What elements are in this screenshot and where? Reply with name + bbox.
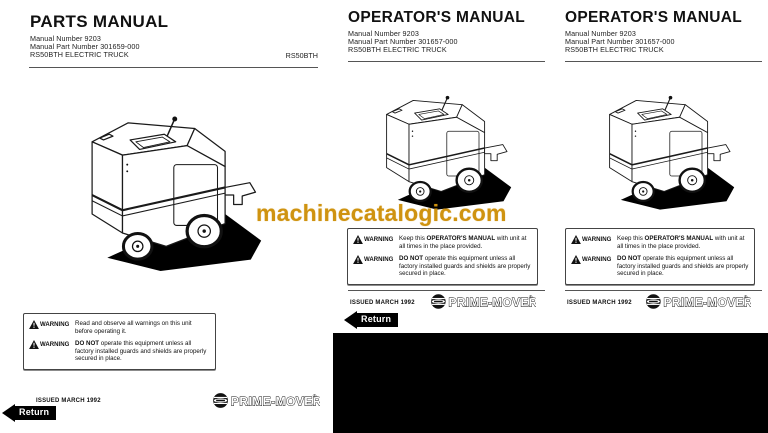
prime-mover-logo <box>430 292 536 311</box>
warning-text: DO NOT operate this equipment unless all… <box>75 339 207 363</box>
watermark: machinecatalogic.com <box>256 200 507 226</box>
panel-operators-manual-1: OPERATOR'S MANUAL Manual Number 9203 Man… <box>344 5 555 430</box>
truck-illustration <box>374 82 514 212</box>
warning-icon: WARNING <box>353 254 399 264</box>
left-arrow-icon <box>344 311 357 329</box>
return-button[interactable]: Return <box>344 311 399 329</box>
manual-part-number: Manual Part Number 301659-000 <box>30 42 140 51</box>
model-line: RS50BTH ELECTRIC TRUCK <box>30 50 129 59</box>
warning-text: Read and observe all warnings on this un… <box>75 320 192 335</box>
manual-number: Manual Number 9203 <box>30 34 101 43</box>
issued-date: ISSUED MARCH 1992 <box>567 300 632 306</box>
prime-mover-logo <box>645 292 751 311</box>
warning-label: WARNING <box>364 255 394 263</box>
warning-label: WARNING <box>364 236 394 244</box>
warning-label: WARNING <box>582 236 612 244</box>
footer-rule <box>565 290 762 291</box>
manual-part-number: Manual Part Number 301657-000 <box>348 37 458 46</box>
return-button[interactable]: Return <box>2 404 57 422</box>
warning-icon: WARNING <box>571 235 617 245</box>
warning-text: Keep this OPERATOR'S MANUAL with unit at… <box>399 235 527 250</box>
warning-text: Keep this OPERATOR'S MANUAL with unit at… <box>617 235 745 250</box>
warning-text: DO NOT operate this equipment unless all… <box>617 254 749 278</box>
warning-label: WARNING <box>40 340 70 348</box>
panel-operators-manual-2: OPERATOR'S MANUAL Manual Number 9203 Man… <box>565 5 768 430</box>
left-arrow-icon <box>2 404 15 422</box>
issued-date: ISSUED MARCH 1992 <box>350 300 415 306</box>
warning-label: WARNING <box>40 321 70 329</box>
prime-mover-logo <box>212 391 320 410</box>
footer-rule <box>348 290 545 291</box>
warning-icon: WARNING <box>29 320 75 330</box>
return-button-label: Return <box>357 313 399 327</box>
truck-illustration <box>597 82 737 212</box>
manual-number: Manual Number 9203 <box>565 29 636 38</box>
warning-box: WARNING Keep this OPERATOR'S MANUAL with… <box>565 228 755 285</box>
warning-icon: WARNING <box>29 339 75 349</box>
header-rule <box>348 61 545 62</box>
truck-illustration <box>75 98 265 274</box>
warning-icon: WARNING <box>353 235 399 245</box>
warning-icon: WARNING <box>571 254 617 264</box>
warning-row: WARNING DO NOT operate this equipment un… <box>353 254 532 278</box>
issued-date: ISSUED MARCH 1992 <box>36 398 101 404</box>
page-title: OPERATOR'S MANUAL <box>348 9 525 26</box>
redacted-black-region <box>333 333 768 433</box>
manual-number: Manual Number 9203 <box>348 29 419 38</box>
model-line: RS50BTH ELECTRIC TRUCK <box>565 45 664 54</box>
page-title: PARTS MANUAL <box>30 12 169 31</box>
header-rule <box>29 67 318 68</box>
warning-row: WARNING Keep this OPERATOR'S MANUAL with… <box>571 235 749 250</box>
header-rule <box>565 61 762 62</box>
warning-row: WARNING DO NOT operate this equipment un… <box>571 254 749 278</box>
manual-part-number: Manual Part Number 301657-000 <box>565 37 675 46</box>
return-button-label: Return <box>15 406 57 420</box>
page-title: OPERATOR'S MANUAL <box>565 9 742 26</box>
warning-row: WARNING DO NOT operate this equipment un… <box>29 339 210 363</box>
warning-label: WARNING <box>582 255 612 263</box>
warning-row: WARNING Read and observe all warnings on… <box>29 320 210 335</box>
warning-text: DO NOT operate this equipment unless all… <box>399 254 531 278</box>
warning-box: WARNING Read and observe all warnings on… <box>23 313 216 370</box>
warning-row: WARNING Keep this OPERATOR'S MANUAL with… <box>353 235 532 250</box>
model-tag: RS50BTH <box>285 51 318 60</box>
panel-parts-manual: PARTS MANUAL Manual Number 9203 Manual P… <box>2 8 320 428</box>
warning-box: WARNING Keep this OPERATOR'S MANUAL with… <box>347 228 538 285</box>
model-line: RS50BTH ELECTRIC TRUCK <box>348 45 447 54</box>
